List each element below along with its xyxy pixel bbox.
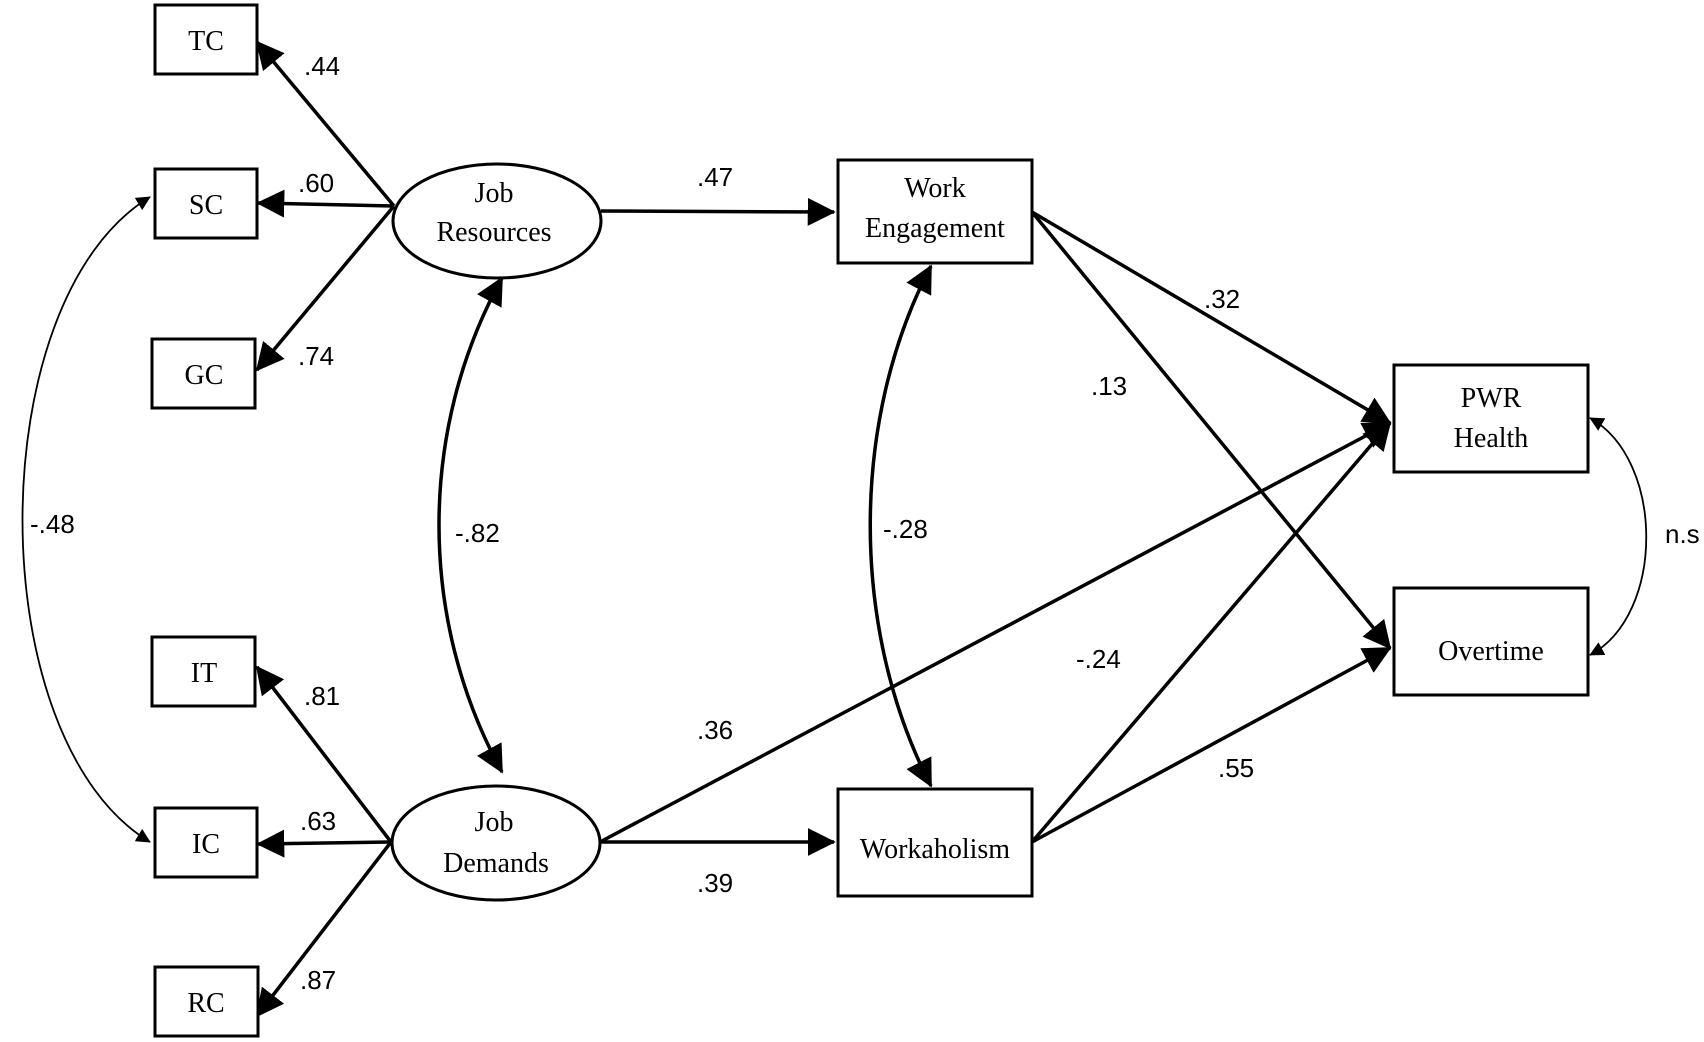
node-job-demands-line1: Job	[475, 807, 514, 838]
node-it: IT	[150, 635, 257, 708]
node-tc-label: TC	[188, 26, 224, 57]
svg-text:Work: Work	[904, 173, 966, 204]
coef-jd-pwr: .36	[697, 715, 733, 745]
path-sc-ic	[21, 196, 151, 843]
coef-jd-ic: .63	[300, 806, 336, 836]
svg-text:Demands: Demands	[443, 848, 549, 879]
node-rc-label: RC	[187, 988, 224, 1019]
coef-wa-ot: .55	[1218, 753, 1254, 783]
node-pwr-health: PWR Health	[1392, 363, 1590, 474]
svg-text:PWR: PWR	[1461, 383, 1522, 414]
node-job-resources: Job Resources	[391, 162, 603, 280]
node-workaholism: Workaholism	[836, 787, 1034, 898]
node-ic-label: IC	[192, 829, 220, 860]
node-rc: RC	[153, 965, 260, 1038]
node-overtime-label: Overtime	[1438, 636, 1544, 667]
node-work-engagement: Work Engagement	[836, 158, 1034, 265]
coef-jr-gc: .74	[298, 341, 334, 371]
node-sc: SC	[153, 167, 259, 240]
path-jd-rc	[255, 840, 393, 1018]
coef-jd-it: .81	[304, 681, 340, 711]
coef-wa-pwr: -.24	[1076, 644, 1121, 674]
node-work-engagement-line2: Engagement	[865, 213, 1005, 244]
path-jr-gc	[255, 204, 396, 372]
path-jd-pwr	[599, 421, 1392, 844]
node-pwr-health-line1: PWR	[1461, 383, 1522, 414]
node-workaholism-label: Workaholism	[860, 834, 1010, 865]
node-gc: GC	[150, 337, 257, 410]
node-pwr-health-line2: Health	[1454, 423, 1529, 454]
node-gc-label: GC	[185, 360, 224, 391]
coef-we-wa: -.28	[883, 514, 928, 544]
node-tc: TC	[153, 3, 259, 76]
coef-jr-tc: .44	[304, 51, 340, 81]
node-job-demands: Job Demands	[390, 784, 602, 902]
coef-sc-ic: -.48	[30, 509, 75, 539]
path-jd-it	[255, 665, 393, 844]
path-jr-tc	[255, 40, 396, 208]
node-job-resources-line2: Resources	[436, 217, 551, 248]
path-we-wa	[868, 264, 933, 788]
node-ic: IC	[153, 806, 259, 879]
svg-text:Engagement: Engagement	[865, 213, 1005, 244]
path-we-pwr	[1031, 210, 1392, 425]
path-jd-ic	[256, 829, 392, 858]
path-jr-sc	[256, 189, 395, 218]
coef-jr-jd: -.82	[455, 518, 500, 548]
path-jr-we	[600, 197, 836, 226]
coef-we-ot: .13	[1091, 371, 1127, 401]
coef-jd-rc: .87	[300, 965, 336, 995]
path-jr-jd	[437, 276, 504, 774]
path-pwr-ot	[1589, 417, 1647, 656]
node-overtime: Overtime	[1392, 586, 1590, 697]
path-wa-ot	[1031, 646, 1392, 844]
node-work-engagement-line1: Work	[904, 173, 966, 204]
coef-jr-sc: .60	[298, 168, 334, 198]
node-job-demands-line2: Demands	[443, 848, 549, 879]
node-sc-label: SC	[189, 190, 223, 221]
coef-pwr-ot: n.s	[1665, 519, 1700, 549]
node-it-label: IT	[191, 658, 217, 689]
coef-jr-we: .47	[697, 162, 733, 192]
path-wa-pwr	[1030, 421, 1392, 844]
svg-text:Job: Job	[475, 807, 514, 838]
path-we-ot	[1030, 210, 1392, 650]
coef-jd-wa: .39	[697, 868, 733, 898]
svg-text:Resources: Resources	[436, 217, 551, 248]
svg-text:Job: Job	[475, 178, 514, 209]
node-job-resources-line1: Job	[475, 178, 514, 209]
svg-text:Health: Health	[1454, 423, 1529, 454]
coef-we-pwr: .32	[1204, 284, 1240, 314]
